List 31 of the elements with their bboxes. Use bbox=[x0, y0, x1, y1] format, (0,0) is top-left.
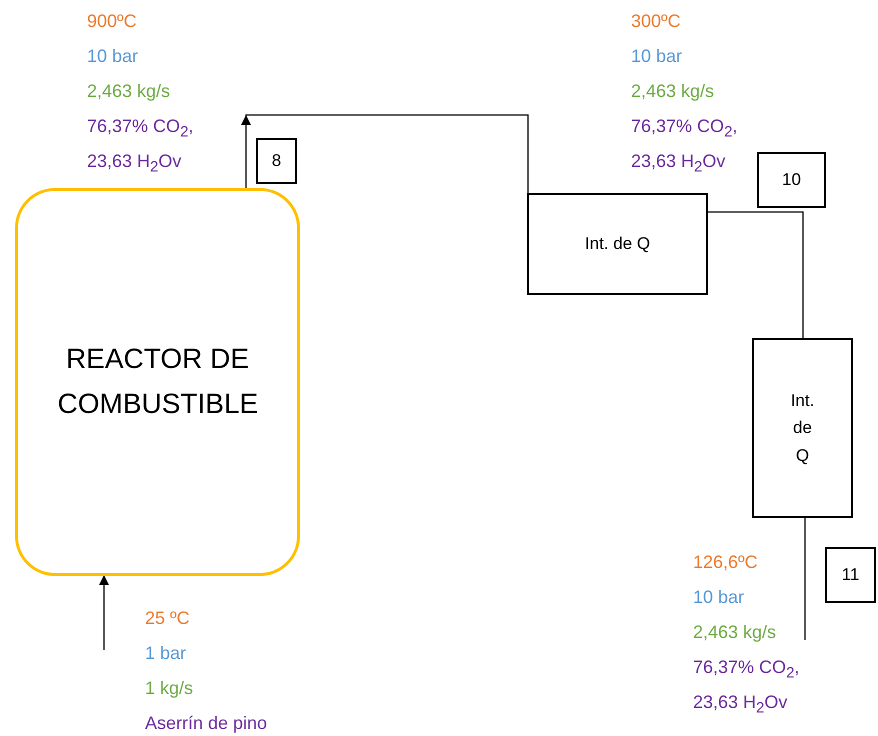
stream-property: 900ºC bbox=[87, 10, 137, 32]
process-label: Int. de Q bbox=[584, 233, 650, 256]
stream-property: 23,63 H$_{2}$Ov bbox=[631, 150, 726, 178]
stream-property: 23,63 H$_{2}$Ov bbox=[693, 691, 788, 719]
stream-number-box bbox=[757, 152, 826, 208]
stream-property: 25 ºC bbox=[145, 607, 190, 629]
stream-property: 2,463 kg/s bbox=[87, 80, 170, 102]
stream-property: 2,463 kg/s bbox=[693, 621, 776, 643]
stream-number-box bbox=[825, 547, 876, 603]
stream-number: 11 bbox=[842, 564, 860, 586]
stream-property: 2,463 kg/s bbox=[631, 80, 714, 102]
process-box bbox=[527, 193, 708, 295]
stream-property: 76,37% CO$_{2}$, bbox=[87, 115, 194, 143]
stream-number: 10 bbox=[782, 169, 801, 192]
stream-property: 126,6ºC bbox=[693, 551, 758, 573]
stream-property: Aserrín de pino bbox=[145, 712, 268, 734]
process-label: REACTOR DE COMBUSTIBLE bbox=[58, 342, 258, 421]
process-box bbox=[15, 188, 300, 576]
stream-property: 76,37% CO$_{2}$, bbox=[631, 115, 738, 143]
process-label: Int. de Q bbox=[790, 390, 816, 467]
stream-property: 1 kg/s bbox=[145, 677, 194, 699]
stream-property: 23,63 H$_{2}$Ov bbox=[87, 150, 182, 178]
stream-property: 10 bar bbox=[631, 45, 682, 67]
stream-property: 300ºC bbox=[631, 10, 681, 32]
process-box bbox=[752, 338, 853, 518]
stream-property: 10 bar bbox=[693, 586, 744, 608]
stream-property: 10 bar bbox=[87, 45, 138, 67]
stream-number-box bbox=[256, 138, 297, 184]
stream-number: 8 bbox=[272, 150, 282, 172]
stream-property: 76,37% CO$_{2}$, bbox=[693, 656, 800, 684]
stream-property: 1 bar bbox=[145, 642, 186, 664]
